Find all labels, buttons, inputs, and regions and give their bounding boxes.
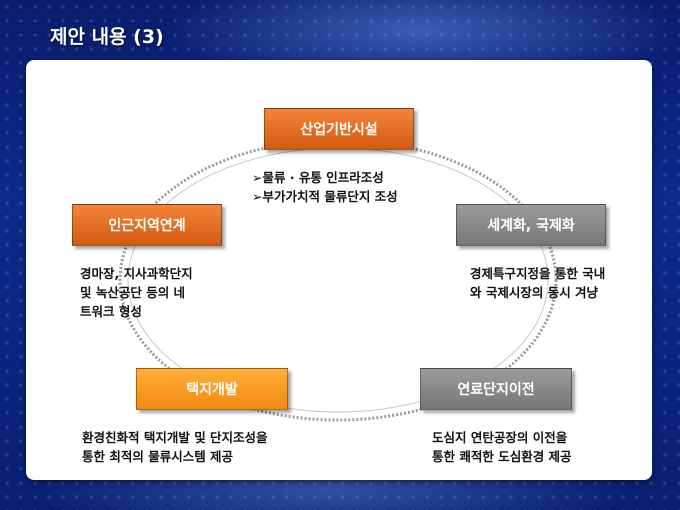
description-line: 및 녹산공단 등의 네: [80, 285, 186, 300]
fuel-complex-relocation-description: 도심지 연탄공장의 이전을 통한 쾌적한 도심환경 제공: [432, 428, 572, 466]
description-line: 통한 쾌적한 도심환경 제공: [432, 449, 572, 464]
description-line: 도심지 연탄공장의 이전을: [432, 430, 568, 445]
description-line: 와 국제시장의 동시 겨냥: [470, 285, 599, 300]
node-globalization: 세계화, 국제화: [456, 204, 606, 246]
description-line: 경제특구지정을 통한 국내: [470, 266, 606, 281]
node-housing-development: 택지개발: [136, 368, 288, 410]
description-line: 트워크 형성: [80, 304, 142, 319]
regional-link-description: 경마장, 지사과학단지 및 녹산공단 등의 네 트워크 형성: [80, 264, 193, 321]
description-line: 경마장, 지사과학단지: [80, 266, 193, 281]
description-line: ➢부가가치적 물류단지 조성: [252, 189, 398, 204]
node-fuel-complex-relocation: 연료단지이전: [420, 368, 572, 410]
node-regional-link: 인근지역연계: [72, 204, 222, 246]
slide-title: 제안 내용 (3): [50, 26, 164, 48]
housing-development-description: 환경친화적 택지개발 및 단지조성을 통한 최적의 물류시스템 제공: [82, 428, 268, 466]
industrial-infrastructure-description: ➢물류 · 유통 인프라조성 ➢부가가치적 물류단지 조성: [252, 168, 398, 206]
node-industrial-infrastructure: 산업기반시설: [264, 108, 414, 150]
description-line: 통한 최적의 물류시스템 제공: [82, 449, 234, 464]
globalization-description: 경제특구지정을 통한 국내 와 국제시장의 동시 겨냥: [470, 264, 605, 302]
description-line: ➢물류 · 유통 인프라조성: [252, 170, 384, 185]
description-line: 환경친화적 택지개발 및 단지조성을: [82, 430, 268, 445]
